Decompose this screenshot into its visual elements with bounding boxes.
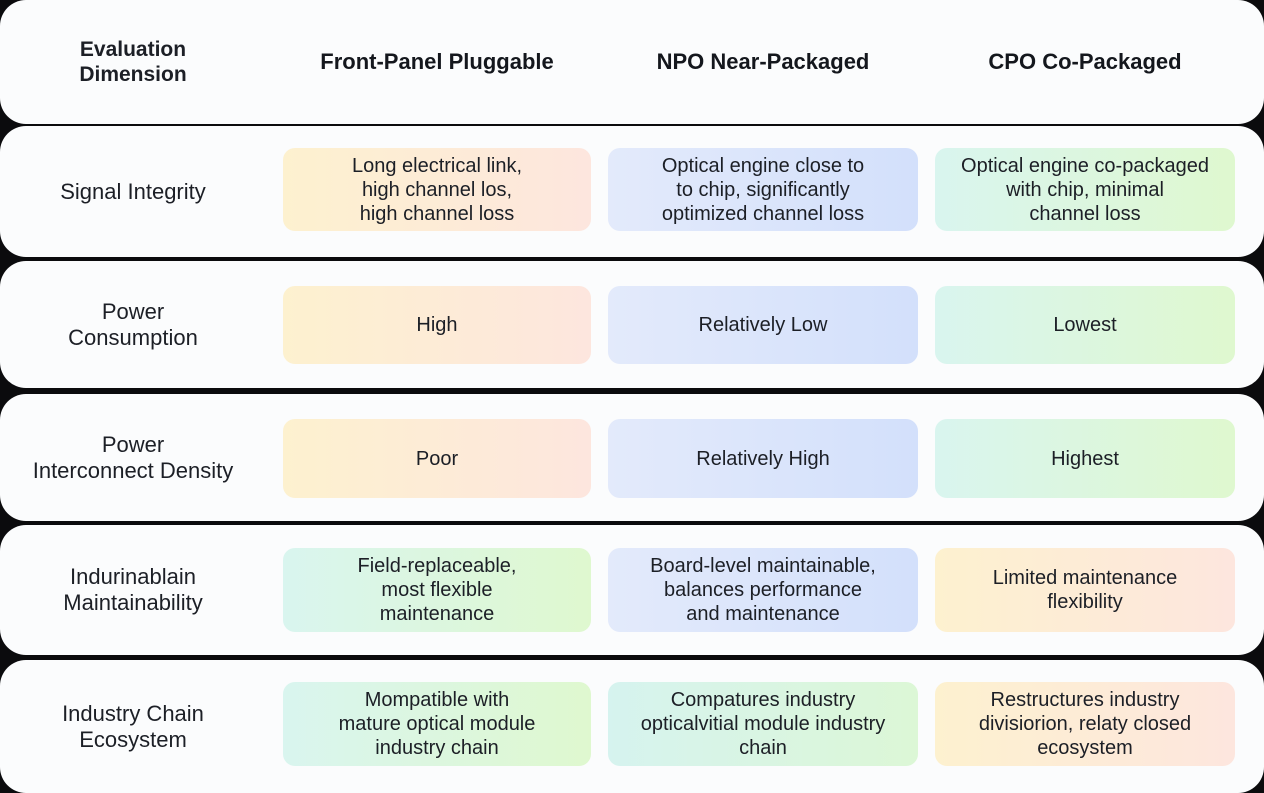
cell-pluggable: Poor bbox=[283, 419, 591, 498]
cell-npo: Relatively Low bbox=[608, 286, 918, 364]
cell-npo: Compatures industry opticalvitial module… bbox=[608, 682, 918, 766]
row-industry-chain: Industry Chain Ecosystem Mompatible with… bbox=[0, 660, 1264, 793]
cell-pluggable: Field-replaceable, most flexible mainten… bbox=[283, 548, 591, 632]
row-dimension: Industry Chain Ecosystem bbox=[62, 700, 204, 752]
cell-npo: Optical engine close to to chip, signifi… bbox=[608, 148, 918, 231]
cell-npo: Relatively High bbox=[608, 419, 918, 498]
row-signal-integrity: Signal Integrity Long electrical link, h… bbox=[0, 126, 1264, 257]
row-power-consumption: Power Consumption High Relatively Low Lo… bbox=[0, 261, 1264, 388]
cell-cpo: Lowest bbox=[935, 286, 1235, 364]
cell-pluggable: Long electrical link, high channel los, … bbox=[283, 148, 591, 231]
cell-npo: Board-level maintainable, balances perfo… bbox=[608, 548, 918, 632]
header-npo-near-packaged: NPO Near-Packaged bbox=[656, 49, 870, 74]
header-cpo-co-packaged: CPO Co-Packaged bbox=[988, 49, 1182, 74]
cell-cpo: Limited maintenance flexibility bbox=[935, 548, 1235, 632]
cell-pluggable: High bbox=[283, 286, 591, 364]
cell-pluggable: Mompatible with mature optical module in… bbox=[283, 682, 591, 766]
header-row: Evaluation Dimension Front-Panel Pluggab… bbox=[0, 0, 1264, 124]
row-interconnect-density: Power Interconnect Density Poor Relative… bbox=[0, 394, 1264, 521]
cell-cpo: Optical engine co-packaged with chip, mi… bbox=[935, 148, 1235, 231]
header-front-panel-pluggable: Front-Panel Pluggable bbox=[320, 49, 554, 74]
cell-cpo: Restructures industry divisiorion, relat… bbox=[935, 682, 1235, 766]
row-dimension: Power Interconnect Density bbox=[32, 431, 234, 483]
cell-cpo: Highest bbox=[935, 419, 1235, 498]
header-dimension: Evaluation Dimension bbox=[79, 38, 187, 86]
row-maintainability: Indurinablain Maintainability Field-repl… bbox=[0, 525, 1264, 655]
row-dimension: Indurinablain Maintainability bbox=[63, 564, 203, 615]
row-dimension: Signal Integrity bbox=[60, 178, 206, 204]
row-dimension: Power Consumption bbox=[68, 298, 198, 350]
